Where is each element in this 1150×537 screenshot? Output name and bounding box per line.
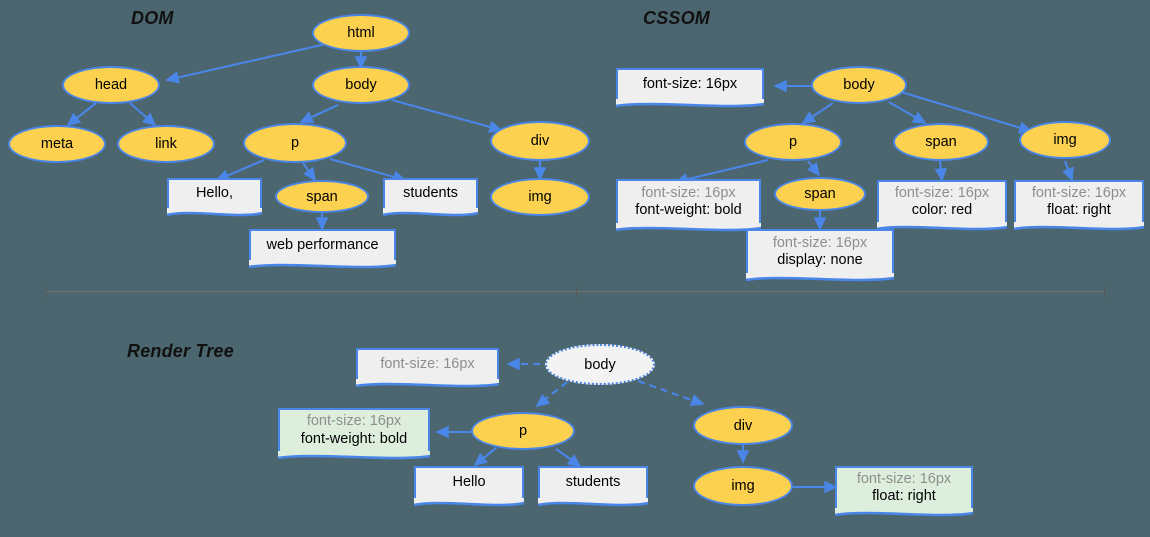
text-value: students <box>403 185 458 202</box>
divider-tick-center <box>576 286 578 297</box>
rule-inherited: font-size: 16px <box>894 184 990 201</box>
rule-declared: float: right <box>872 488 936 504</box>
text-value: students <box>565 474 621 491</box>
dom-node-p[interactable]: p <box>243 123 347 163</box>
rule-inherited: font-size: 16px <box>856 470 952 487</box>
dom-text-hello[interactable]: Hello, <box>166 178 263 210</box>
torn-edge <box>166 208 263 221</box>
dom-node-img[interactable]: img <box>490 178 590 216</box>
dom-section-title: DOM <box>131 8 174 28</box>
rule-declared: color: red <box>911 202 973 218</box>
node-label: p <box>518 423 528 439</box>
node-label: span <box>306 188 338 205</box>
cssom-node-span-1[interactable]: span <box>893 123 989 161</box>
rule-inherited: font-size: 16px <box>642 75 738 92</box>
node-label: span <box>804 186 836 202</box>
cssom-node-p[interactable]: p <box>744 123 842 161</box>
rule-declared: float: right <box>1047 202 1111 218</box>
render-rules-p[interactable]: font-size: 16px font-weight: bold <box>277 408 431 453</box>
torn-edge <box>834 508 974 521</box>
torn-edge <box>248 260 397 273</box>
node-label: img <box>731 478 755 494</box>
render-node-img[interactable]: img <box>693 466 793 506</box>
torn-edge <box>382 208 479 221</box>
render-text-students[interactable]: students <box>537 466 649 500</box>
text-value: Hello, <box>195 185 234 202</box>
torn-edge <box>615 99 765 112</box>
rule-inherited: font-size: 16px <box>380 355 475 372</box>
render-text-hello[interactable]: Hello <box>413 466 525 500</box>
dom-text-web-performance[interactable]: web performance <box>248 229 397 262</box>
node-label: p <box>290 135 300 151</box>
dom-text-students[interactable]: students <box>382 178 479 210</box>
rule-declared: font-weight: bold <box>300 430 408 447</box>
divider-tick-left <box>46 286 48 297</box>
cssom-rules-body[interactable]: font-size: 16px <box>615 68 765 101</box>
torn-edge <box>745 273 895 286</box>
torn-edge <box>615 223 762 236</box>
node-label: body <box>345 77 377 93</box>
dom-node-meta[interactable]: meta <box>8 125 106 163</box>
node-label: div <box>530 133 550 149</box>
cssom-node-img[interactable]: img <box>1019 121 1111 159</box>
render-tree-section-title: Render Tree <box>127 341 234 361</box>
torn-edge <box>277 451 431 464</box>
node-label: meta <box>40 136 74 152</box>
torn-edge <box>355 379 500 392</box>
node-label: body <box>843 77 875 93</box>
node-label: html <box>347 25 375 41</box>
torn-edge <box>413 498 525 511</box>
divider-tick-right <box>1104 286 1106 297</box>
section-divider <box>46 291 1104 292</box>
rule-declared: font-weight: bold <box>635 202 742 218</box>
dom-node-body[interactable]: body <box>312 66 410 104</box>
cssom-section-title: CSSOM <box>643 8 711 28</box>
torn-edge <box>876 222 1008 235</box>
dom-node-div[interactable]: div <box>490 121 590 161</box>
dom-node-link[interactable]: link <box>117 125 215 163</box>
rule-inherited: font-size: 16px <box>306 413 402 430</box>
cssom-rules-p[interactable]: font-size: 16px font-weight: bold <box>615 179 762 225</box>
rule-inherited: font-size: 16px <box>641 184 736 201</box>
dom-node-html[interactable]: html <box>312 14 410 52</box>
cssom-rules-span-1[interactable]: font-size: 16px color: red <box>876 180 1008 224</box>
text-value: Hello <box>452 474 486 491</box>
torn-edge <box>537 498 649 511</box>
torn-edge <box>1013 222 1145 235</box>
render-rules-body[interactable]: font-size: 16px <box>355 348 500 381</box>
node-label: p <box>788 134 798 150</box>
render-node-body[interactable]: body <box>545 344 655 385</box>
cssom-rules-span-2[interactable]: font-size: 16px display: none <box>745 229 895 275</box>
node-label: link <box>155 136 177 152</box>
rule-declared: display: none <box>777 252 863 268</box>
dom-node-head[interactable]: head <box>62 66 160 104</box>
render-node-div[interactable]: div <box>693 406 793 445</box>
render-node-p[interactable]: p <box>471 412 575 450</box>
render-rules-img[interactable]: font-size: 16px float: right <box>834 466 974 510</box>
rule-inherited: font-size: 16px <box>772 234 868 251</box>
text-value: web performance <box>266 236 379 253</box>
cssom-node-span-2[interactable]: span <box>774 177 866 211</box>
node-label: img <box>1053 132 1077 148</box>
node-label: body <box>584 356 616 373</box>
node-label: img <box>528 189 552 205</box>
node-label: span <box>925 134 957 150</box>
dom-node-span[interactable]: span <box>275 180 369 213</box>
node-label: div <box>733 417 753 434</box>
cssom-node-body[interactable]: body <box>811 66 907 104</box>
cssom-rules-img[interactable]: font-size: 16px float: right <box>1013 180 1145 224</box>
node-label: head <box>94 77 128 93</box>
rule-inherited: font-size: 16px <box>1031 184 1127 201</box>
